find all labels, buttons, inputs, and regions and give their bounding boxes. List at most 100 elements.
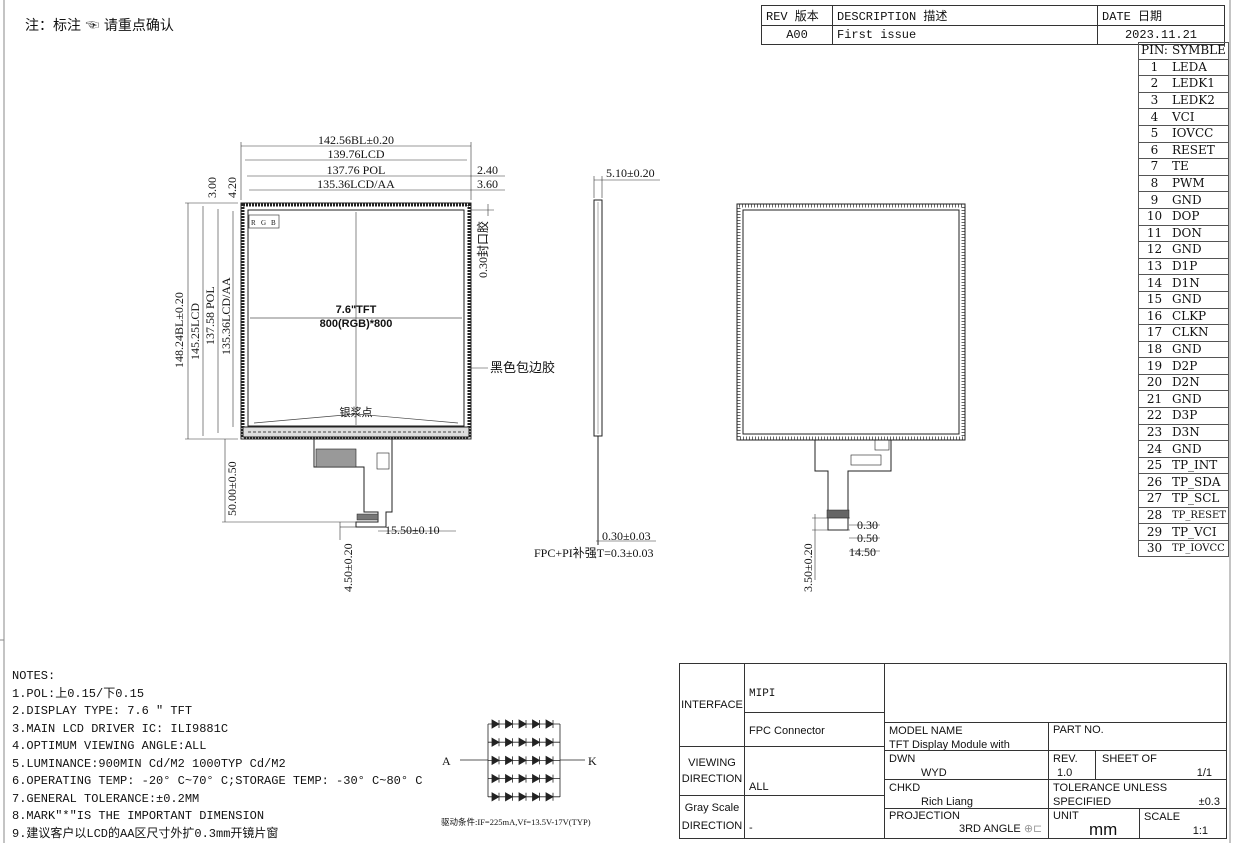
grayscale-direction-value: -	[744, 795, 885, 839]
dwn-label: DWN	[889, 753, 916, 765]
pin-number: 27	[1137, 490, 1170, 508]
pin-number: 8	[1137, 174, 1170, 193]
note-item: 7.GENERAL TOLERANCE:±0.2MM	[12, 791, 200, 806]
sheet-cell: SHEET OF 1/1	[1095, 750, 1227, 780]
dim-lcd-height: 145.25LCD	[188, 303, 202, 360]
dim-pol-width: 137.76 POL	[327, 163, 386, 177]
pin-header-pin: PIN:	[1137, 42, 1170, 60]
dim-pol-height: 137.58 POL	[203, 286, 217, 345]
led-diode-icon	[518, 773, 527, 784]
pin-symbol: TP_SCL	[1169, 490, 1229, 508]
led-diode-icon	[532, 792, 541, 802]
led-diode-icon	[505, 755, 514, 766]
scale-value: 1:1	[1192, 825, 1208, 837]
pin-symbol: VCI	[1169, 108, 1229, 126]
note-item: 2.DISPLAY TYPE: 7.6 ″ TFT	[12, 704, 193, 718]
pin-symbol: TP_INT	[1169, 456, 1229, 475]
front-view: R G B 7.6"TFT 800(RGB)*800 银浆点	[172, 133, 555, 592]
dwn-cell: DWN WYD	[884, 750, 1049, 780]
pin-number: 21	[1137, 390, 1170, 409]
pin-symbol: RESET	[1169, 141, 1229, 160]
led-diode-icon	[545, 737, 554, 747]
pin-symbol: PWM	[1169, 174, 1229, 193]
led-diode-icon	[532, 719, 541, 729]
viewing-direction-value: ALL	[744, 746, 885, 796]
led-diode-icon	[532, 737, 541, 747]
pin-number: 20	[1137, 373, 1170, 392]
pin-number: 6	[1137, 141, 1170, 160]
projection-symbol-icon: ⊕⊏	[1023, 823, 1043, 835]
pin-symbol: GND	[1169, 390, 1229, 409]
dim-right-2-40: 2.40	[477, 163, 498, 177]
unit-value: mm	[1089, 820, 1118, 839]
pin-number: 25	[1137, 456, 1170, 475]
panel-size-label: 7.6"TFT	[336, 304, 377, 316]
dim-back-vertical: 3.50±0.20	[801, 543, 815, 592]
led-diode-icon	[532, 755, 541, 766]
interface-label: INTERFACE	[679, 663, 745, 747]
rev-cell-rev: A00	[761, 25, 833, 45]
led-cathode-label: K	[588, 754, 597, 768]
led-diode-icon	[532, 773, 541, 784]
title-block: INTERFACE MIPI FPC Connector VIEWING DIR…	[679, 663, 1227, 839]
interface-value: MIPI	[744, 663, 885, 713]
pin-symbol: D3P	[1169, 407, 1229, 425]
dim-back-0-30: 0.30	[857, 518, 878, 532]
dim-left-4-20: 4.20	[225, 177, 239, 198]
scale-label: SCALE	[1144, 811, 1181, 823]
pin-symbol: D3N	[1169, 423, 1229, 442]
dim-fpc-bottom: 4.50±0.20	[341, 543, 355, 592]
pin-symbol: D2P	[1169, 357, 1229, 375]
rev-value: 1.0	[1057, 767, 1073, 779]
back-view: 0.30 0.50 14.50 3.50±0.20	[736, 203, 966, 592]
pin-symbol: LEDA	[1169, 58, 1229, 77]
header-note: 注：标注 ☜ 请重点确认	[25, 18, 174, 34]
rgb-mark-g: G	[261, 219, 266, 227]
dim-fpc-thickness: 0.30±0.03	[602, 529, 651, 543]
tolerance-cell: TOLERANCE UNLESS SPECIFIED ±0.3	[1048, 779, 1227, 809]
note-item: 9.建议客户以LCD的AA区尺寸外扩0.3mm开镜片窗	[12, 826, 279, 841]
black-tape-label: 黑色包边胶	[490, 360, 555, 375]
pin-number: 26	[1137, 473, 1170, 492]
panel-resolution-label: 800(RGB)*800	[320, 318, 393, 330]
led-diode-icon	[518, 737, 527, 747]
viewing-direction-label: VIEWING DIRECTION	[679, 746, 745, 796]
led-diode-icon	[545, 755, 554, 766]
pin-symbol: IOVCC	[1169, 124, 1229, 143]
led-diode-icon	[505, 737, 514, 747]
pin-symbol: GND	[1169, 440, 1229, 458]
projection-label: PROJECTION	[889, 810, 960, 822]
led-anode-label: A	[442, 754, 451, 768]
pin-symbol: TP_SDA	[1169, 473, 1229, 492]
rev-cell: REV. 1.0	[1048, 750, 1096, 780]
pin-number: 15	[1137, 290, 1170, 309]
model-name-label: MODEL NAME	[889, 725, 963, 737]
pin-symbol: DON	[1169, 224, 1229, 243]
pin-header-symbol: SYMBLE	[1169, 42, 1229, 60]
rev-cell-description: First issue	[832, 25, 1098, 45]
pin-symbol: D1P	[1169, 257, 1229, 276]
projection-value-row: 3RD ANGLE ⊕⊏	[889, 823, 1048, 836]
part-no-label: PART NO.	[1048, 722, 1227, 751]
led-diode-icon	[545, 792, 554, 802]
side-view: 5.10±0.20 0.30±0.03 FPC+PI补强T=0.3±0.03	[534, 166, 660, 560]
pin-number: 24	[1137, 440, 1170, 458]
pin-number: 29	[1137, 523, 1170, 541]
rev-label: REV.	[1053, 753, 1078, 765]
